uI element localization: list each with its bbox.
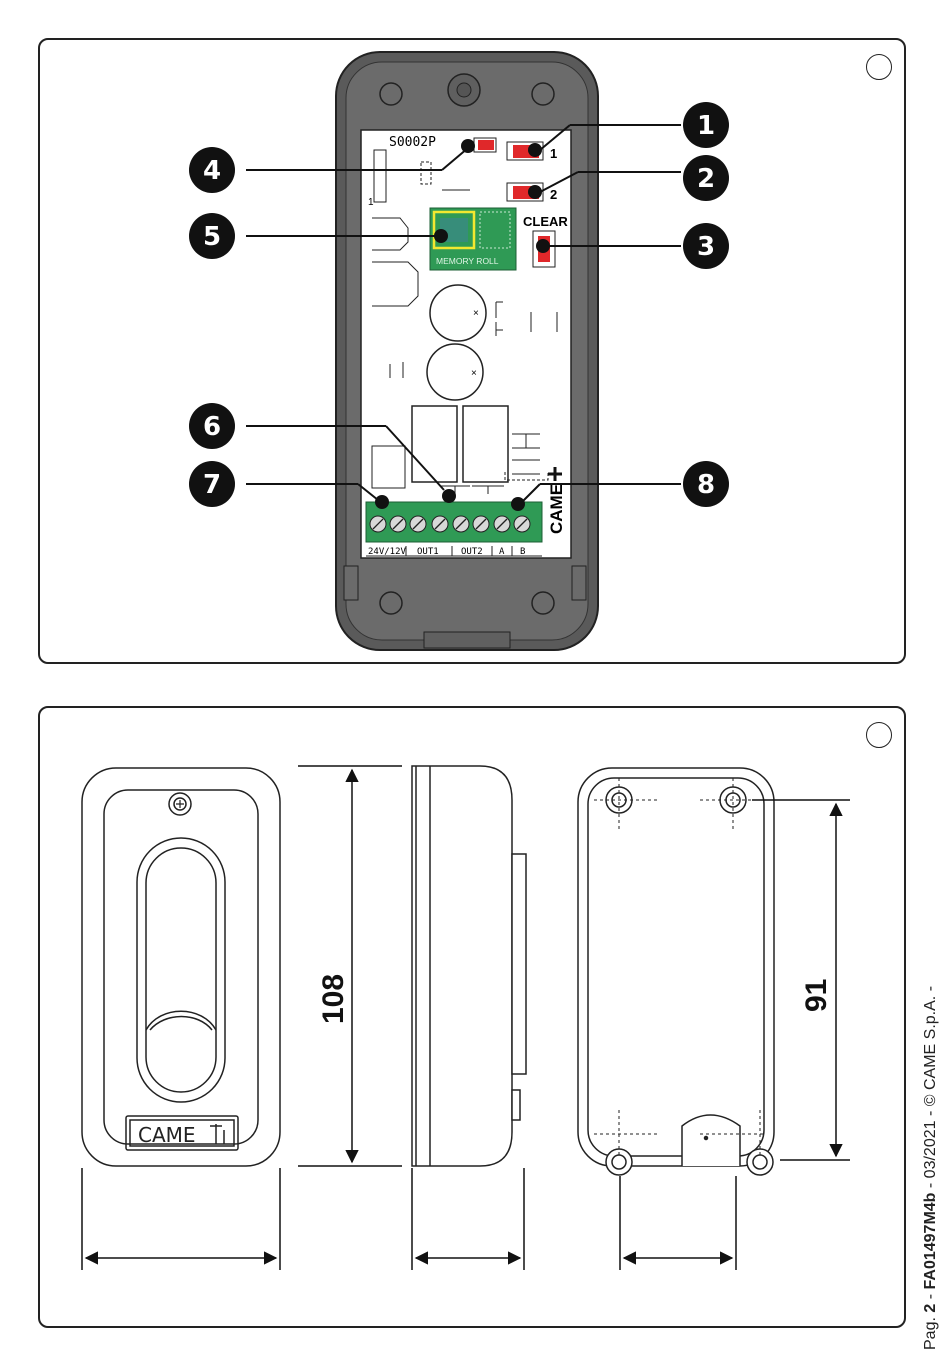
terminal-label-power: 24V/12V <box>368 547 407 557</box>
side-depth-dimension <box>412 1168 524 1270</box>
height-label: 108 <box>317 974 350 1024</box>
callout-number-6: 6 <box>203 412 221 442</box>
footer-sep: - <box>922 1183 939 1188</box>
page-footer: Pag. 2 - FA01497M4b - 03/2021 - © CAME S… <box>922 986 940 1350</box>
back-view <box>578 768 774 1166</box>
led-indicator <box>478 140 494 150</box>
callout-number-4: 4 <box>203 156 221 186</box>
front-brand-badge: CAME <box>138 1123 196 1147</box>
footer-sep: - <box>922 1111 939 1116</box>
footer-date: 03/2021 <box>922 1120 939 1178</box>
callout-number-3: 3 <box>697 232 715 262</box>
height-dimension <box>298 766 402 1166</box>
back-width-dimension <box>620 1176 736 1270</box>
callout-number-8: 8 <box>697 470 715 500</box>
footer-doc-code: FA01497M4b <box>922 1193 939 1290</box>
front-view <box>82 768 280 1166</box>
clear-label: CLEAR <box>523 214 568 229</box>
board-brand-logo: CAME <box>547 484 566 534</box>
pin-one-marker: 1 <box>368 197 374 208</box>
button-2-label: 2 <box>550 187 557 202</box>
footer-prefix: Pag. <box>922 1317 939 1350</box>
terminal-label-out2: OUT2 <box>461 547 483 557</box>
callout-number-2: 2 <box>697 164 715 194</box>
side-view <box>412 766 526 1166</box>
footer-sep: - <box>922 1294 939 1299</box>
front-width-dimension <box>82 1168 280 1270</box>
terminal-label-a: A <box>499 547 505 557</box>
callout-number-1: 1 <box>697 111 715 141</box>
memory-roll-label: MEMORY ROLL <box>436 256 499 266</box>
footer-page: 2 <box>922 1304 939 1313</box>
model-code: S0002P <box>389 135 436 150</box>
terminal-label-b: B <box>520 547 525 557</box>
svg-text:×: × <box>473 308 479 319</box>
button-1-label: 1 <box>550 146 557 161</box>
footer-sep: - <box>922 986 939 991</box>
hole-spacing-label: 91 <box>800 979 833 1012</box>
svg-text:×: × <box>471 368 477 379</box>
callout-number-5: 5 <box>203 222 221 252</box>
callout-number-7: 7 <box>203 470 221 500</box>
terminal-label-out1: OUT1 <box>417 547 439 557</box>
footer-copyright: © CAME S.p.A. <box>922 996 939 1106</box>
